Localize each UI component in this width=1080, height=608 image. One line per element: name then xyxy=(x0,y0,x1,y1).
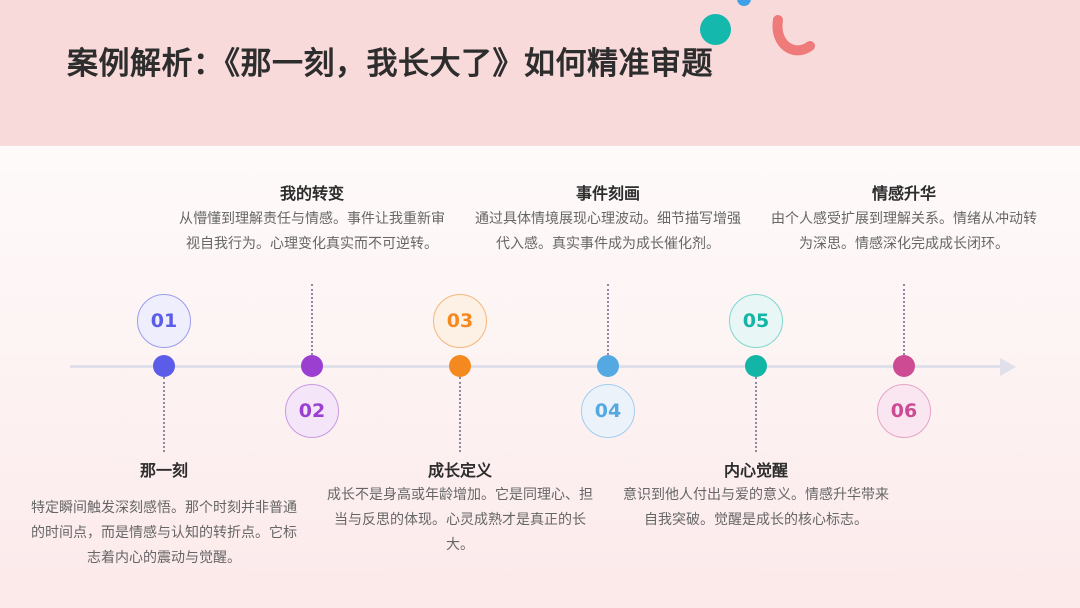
timeline-node xyxy=(597,355,619,377)
timeline-node xyxy=(893,355,915,377)
step-description: 特定瞬间触发深刻感悟。那个时刻并非普通的时间点，而是情感与认知的转折点。它标志着… xyxy=(31,500,297,566)
step-heading: 情感升华 xyxy=(871,184,936,203)
step-badge: 02 xyxy=(285,384,339,438)
step-badge: 01 xyxy=(137,294,191,348)
timeline-node xyxy=(153,355,175,377)
timeline-axis xyxy=(70,365,1005,368)
step-description: 成长不是身高或年龄增加。它是同理心、担当与反思的体现。心灵成熟才是真正的长大。 xyxy=(327,487,593,553)
blue-dot-decoration xyxy=(737,0,751,6)
step-heading: 那一刻 xyxy=(139,461,188,480)
step-heading: 内心觉醒 xyxy=(723,461,788,480)
connector-line xyxy=(459,377,461,452)
step-description: 意识到他人付出与爱的意义。情感升华带来自我突破。觉醒是成长的核心标志。 xyxy=(623,487,889,528)
teal-circle-decoration xyxy=(700,14,731,45)
timeline-node xyxy=(449,355,471,377)
connector-line xyxy=(311,284,313,355)
step-badge: 05 xyxy=(729,294,783,348)
step-badge: 06 xyxy=(877,384,931,438)
timeline-node xyxy=(301,355,323,377)
connector-line xyxy=(755,377,757,452)
step-heading: 成长定义 xyxy=(427,461,492,480)
step-description: 由个人感受扩展到理解关系。情绪从冲动转为深思。情感深化完成成长闭环。 xyxy=(771,211,1037,252)
step-badge: 03 xyxy=(433,294,487,348)
step-heading: 事件刻画 xyxy=(575,184,640,203)
coral-arc-decoration xyxy=(772,15,815,56)
connector-line xyxy=(163,377,165,452)
page-title: 案例解析：《那一刻，我长大了》如何精准审题 xyxy=(67,46,713,82)
step-description: 从懵懂到理解责任与情感。事件让我重新审视自我行为。心理变化真实而不可逆转。 xyxy=(179,211,445,252)
connector-line xyxy=(903,284,905,355)
timeline-arrow-icon xyxy=(1000,358,1016,376)
timeline-node xyxy=(745,355,767,377)
header-banner: 案例解析：《那一刻，我长大了》如何精准审题 xyxy=(0,0,1080,146)
step-heading: 我的转变 xyxy=(279,184,344,203)
step-badge: 04 xyxy=(581,384,635,438)
connector-line xyxy=(607,284,609,355)
step-description: 通过具体情境展现心理波动。细节描写增强代入感。真实事件成为成长催化剂。 xyxy=(475,211,741,252)
